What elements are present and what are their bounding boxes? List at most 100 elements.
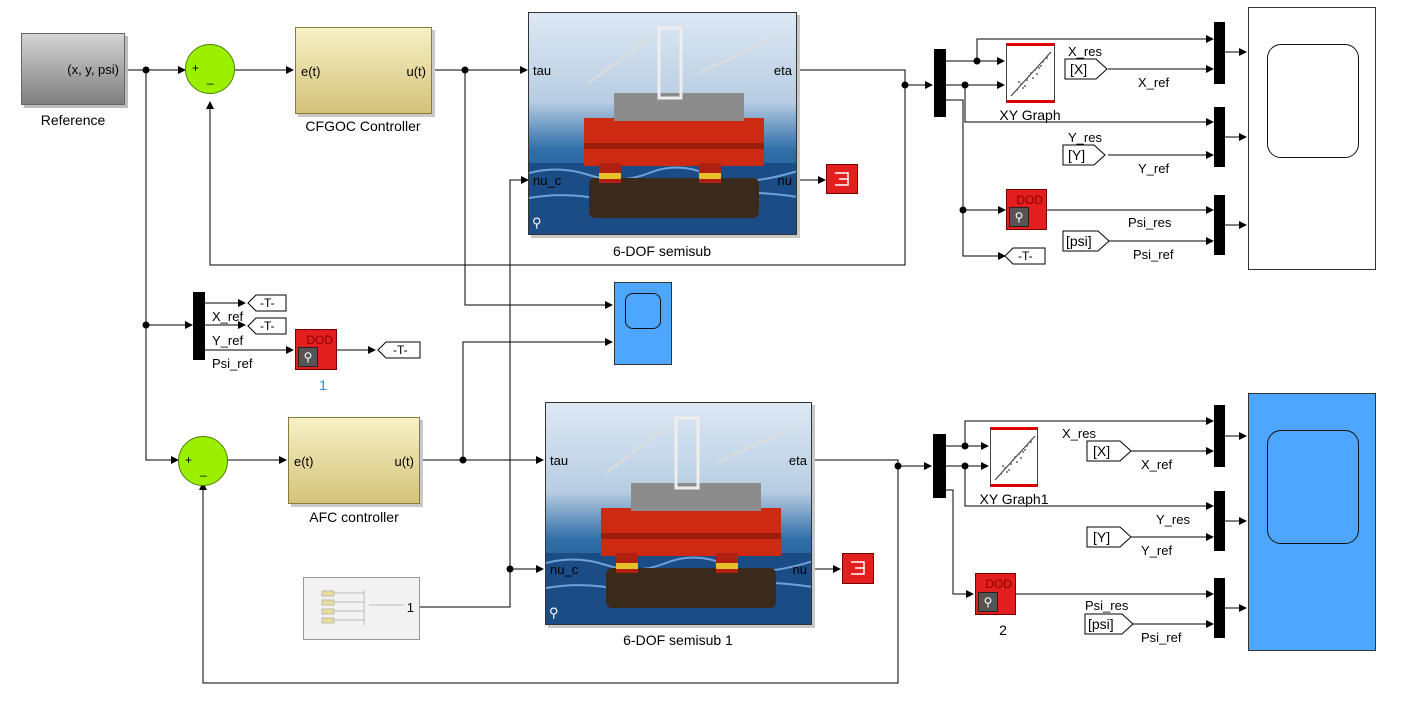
sum-plus-sign: +: [192, 61, 200, 75]
semisub1-caption: 6-DOF semisub 1: [623, 632, 733, 648]
sum-minus-sign: _: [207, 71, 214, 85]
reference-block[interactable]: (x, y, psi): [21, 33, 125, 105]
scope-screen: [1267, 44, 1359, 158]
xy-graph-block[interactable]: [1006, 43, 1055, 103]
dd-mid-text: DOD: [306, 333, 333, 347]
mux-yres-bot[interactable]: [1214, 491, 1225, 551]
xy-graph-caption: XY Graph: [999, 107, 1061, 123]
goto-tag-t-mid1-text: -T-: [260, 296, 275, 310]
goto-tag-t-mid2-text: -T-: [260, 319, 275, 333]
goto-tag-t-mid3[interactable]: [377, 341, 421, 359]
signal-builder-block[interactable]: 1: [303, 577, 420, 640]
from-tag-psi-bot-text: [psi]: [1088, 616, 1114, 632]
mux-top[interactable]: [934, 49, 946, 117]
signal-y-res-bot: Y_res: [1156, 512, 1190, 527]
from-tag-psi-top-text: [psi]: [1066, 233, 1092, 249]
semisub1-block[interactable]: tau nu_c eta nu ⚲: [545, 402, 812, 625]
afc-caption: AFC controller: [309, 509, 399, 525]
link-icon: ⚲: [978, 592, 998, 612]
semisub-caption: 6-DOF semisub: [612, 243, 712, 259]
scope-screen: [625, 293, 661, 329]
sum-minus-sign: _: [200, 463, 207, 477]
scope-middle[interactable]: [614, 282, 672, 365]
goto-tag-t-mid1[interactable]: [247, 294, 287, 312]
mux-psires-top[interactable]: [1214, 195, 1225, 255]
afc-controller-block[interactable]: e(t) u(t): [288, 417, 420, 504]
semisub1-tau-port: tau: [550, 453, 569, 468]
cfgoc-caption: CFGOC Controller: [305, 118, 421, 134]
mux-xres-top[interactable]: [1214, 22, 1225, 84]
mux-xres-bot[interactable]: [1214, 405, 1225, 467]
xy-graph1-caption: XY Graph1: [979, 491, 1049, 507]
scatter-icon: [1010, 51, 1052, 97]
afc-output-port: u(t): [394, 454, 415, 469]
signal-y-ref-mid: Y_ref: [212, 333, 244, 348]
semisub1-eta-port: eta: [788, 453, 807, 468]
mux-yres-top[interactable]: [1214, 107, 1225, 167]
signal-psi-ref-mid: Psi_ref: [212, 356, 253, 371]
data-dictionary-block-bottom[interactable]: DOD ⚲: [975, 573, 1016, 615]
sum-block-bottom[interactable]: + _: [178, 436, 228, 486]
signal-y-ref-bot: Y_ref: [1141, 543, 1173, 558]
from-tag-x-top[interactable]: [1064, 58, 1108, 80]
oil-rig-image: [529, 26, 796, 234]
semisub-nu-port: nu: [777, 173, 792, 188]
sum-block-top[interactable]: + _: [185, 44, 235, 94]
data-dictionary-block-mid[interactable]: DOD ⚲: [295, 329, 337, 370]
from-tag-psi-bot[interactable]: [1084, 613, 1134, 635]
goto-tag-t-mid2[interactable]: [247, 317, 287, 335]
from-tag-y-top-text: [Y]: [1068, 147, 1086, 163]
dd-bottom-caption: 2: [999, 622, 1007, 638]
from-tag-x-bot[interactable]: [1086, 440, 1132, 462]
signal-psi-res-top: Psi_res: [1128, 215, 1172, 230]
from-tag-y-top[interactable]: [1062, 144, 1106, 166]
goto-tag-t-mid3-text: -T-: [393, 343, 408, 357]
signal-psi-ref-bot: Psi_ref: [1141, 630, 1182, 645]
cfgoc-controller-block[interactable]: e(t) u(t): [295, 27, 432, 114]
semisub1-nu-port: nu: [792, 562, 807, 577]
from-tag-x-top-text: [X]: [1070, 61, 1088, 77]
signal-psi-res-bot: Psi_res: [1085, 598, 1129, 613]
link-icon: ⚲: [532, 215, 542, 230]
from-tag-x-bot-text: [X]: [1093, 443, 1111, 459]
scope-screen: [1267, 430, 1359, 544]
signal-x-ref-mid: X_ref: [212, 309, 244, 324]
link-icon: ⚲: [298, 347, 318, 367]
signal-x-res-top: X_res: [1068, 44, 1102, 59]
from-tag-y-bot-text: [Y]: [1093, 529, 1111, 545]
dd-top-text: DOD: [1016, 193, 1043, 207]
signal-builder-icon: [321, 590, 404, 625]
dd-bottom-text: DOD: [985, 577, 1012, 591]
sum-plus-sign: +: [185, 453, 193, 467]
reference-port-label: (x, y, psi): [67, 62, 119, 77]
signal-y-res-top: Y_res: [1068, 130, 1102, 145]
link-icon: ⚲: [549, 605, 559, 620]
data-dictionary-block-top[interactable]: DOD ⚲: [1006, 189, 1047, 230]
goto-tag-t-right-text: -T-: [1018, 249, 1033, 263]
scope-bottom-right[interactable]: [1248, 393, 1376, 651]
mux-middle[interactable]: [193, 292, 205, 360]
reference-caption: Reference: [40, 112, 106, 128]
semisub-tau-port: tau: [533, 63, 552, 78]
semisub-nu-c-port: nu_c: [533, 173, 562, 188]
dd-mid-caption: 1: [319, 377, 327, 393]
mux-bottom[interactable]: [933, 434, 946, 498]
from-tag-psi-top[interactable]: [1062, 230, 1110, 252]
terminator-icon: [851, 561, 865, 575]
terminator-block-top[interactable]: [826, 164, 858, 194]
scope-top-right[interactable]: [1248, 7, 1376, 270]
terminator-icon: [835, 172, 849, 186]
cfgoc-output-port: u(t): [406, 64, 427, 79]
semisub-block[interactable]: tau nu_c eta nu ⚲: [528, 12, 797, 235]
semisub1-nu-c-port: nu_c: [550, 562, 579, 577]
semisub-eta-port: eta: [773, 63, 792, 78]
xy-graph1-block[interactable]: [990, 427, 1038, 487]
signal-builder-out-port: 1: [406, 600, 414, 615]
terminator-block-bottom[interactable]: [842, 553, 874, 584]
from-tag-y-bot[interactable]: [1086, 526, 1132, 548]
mux-psires-bot[interactable]: [1214, 578, 1225, 638]
oil-rig-image: [546, 416, 811, 624]
afc-input-port: e(t): [294, 454, 314, 469]
goto-tag-t-right[interactable]: [1004, 247, 1046, 265]
